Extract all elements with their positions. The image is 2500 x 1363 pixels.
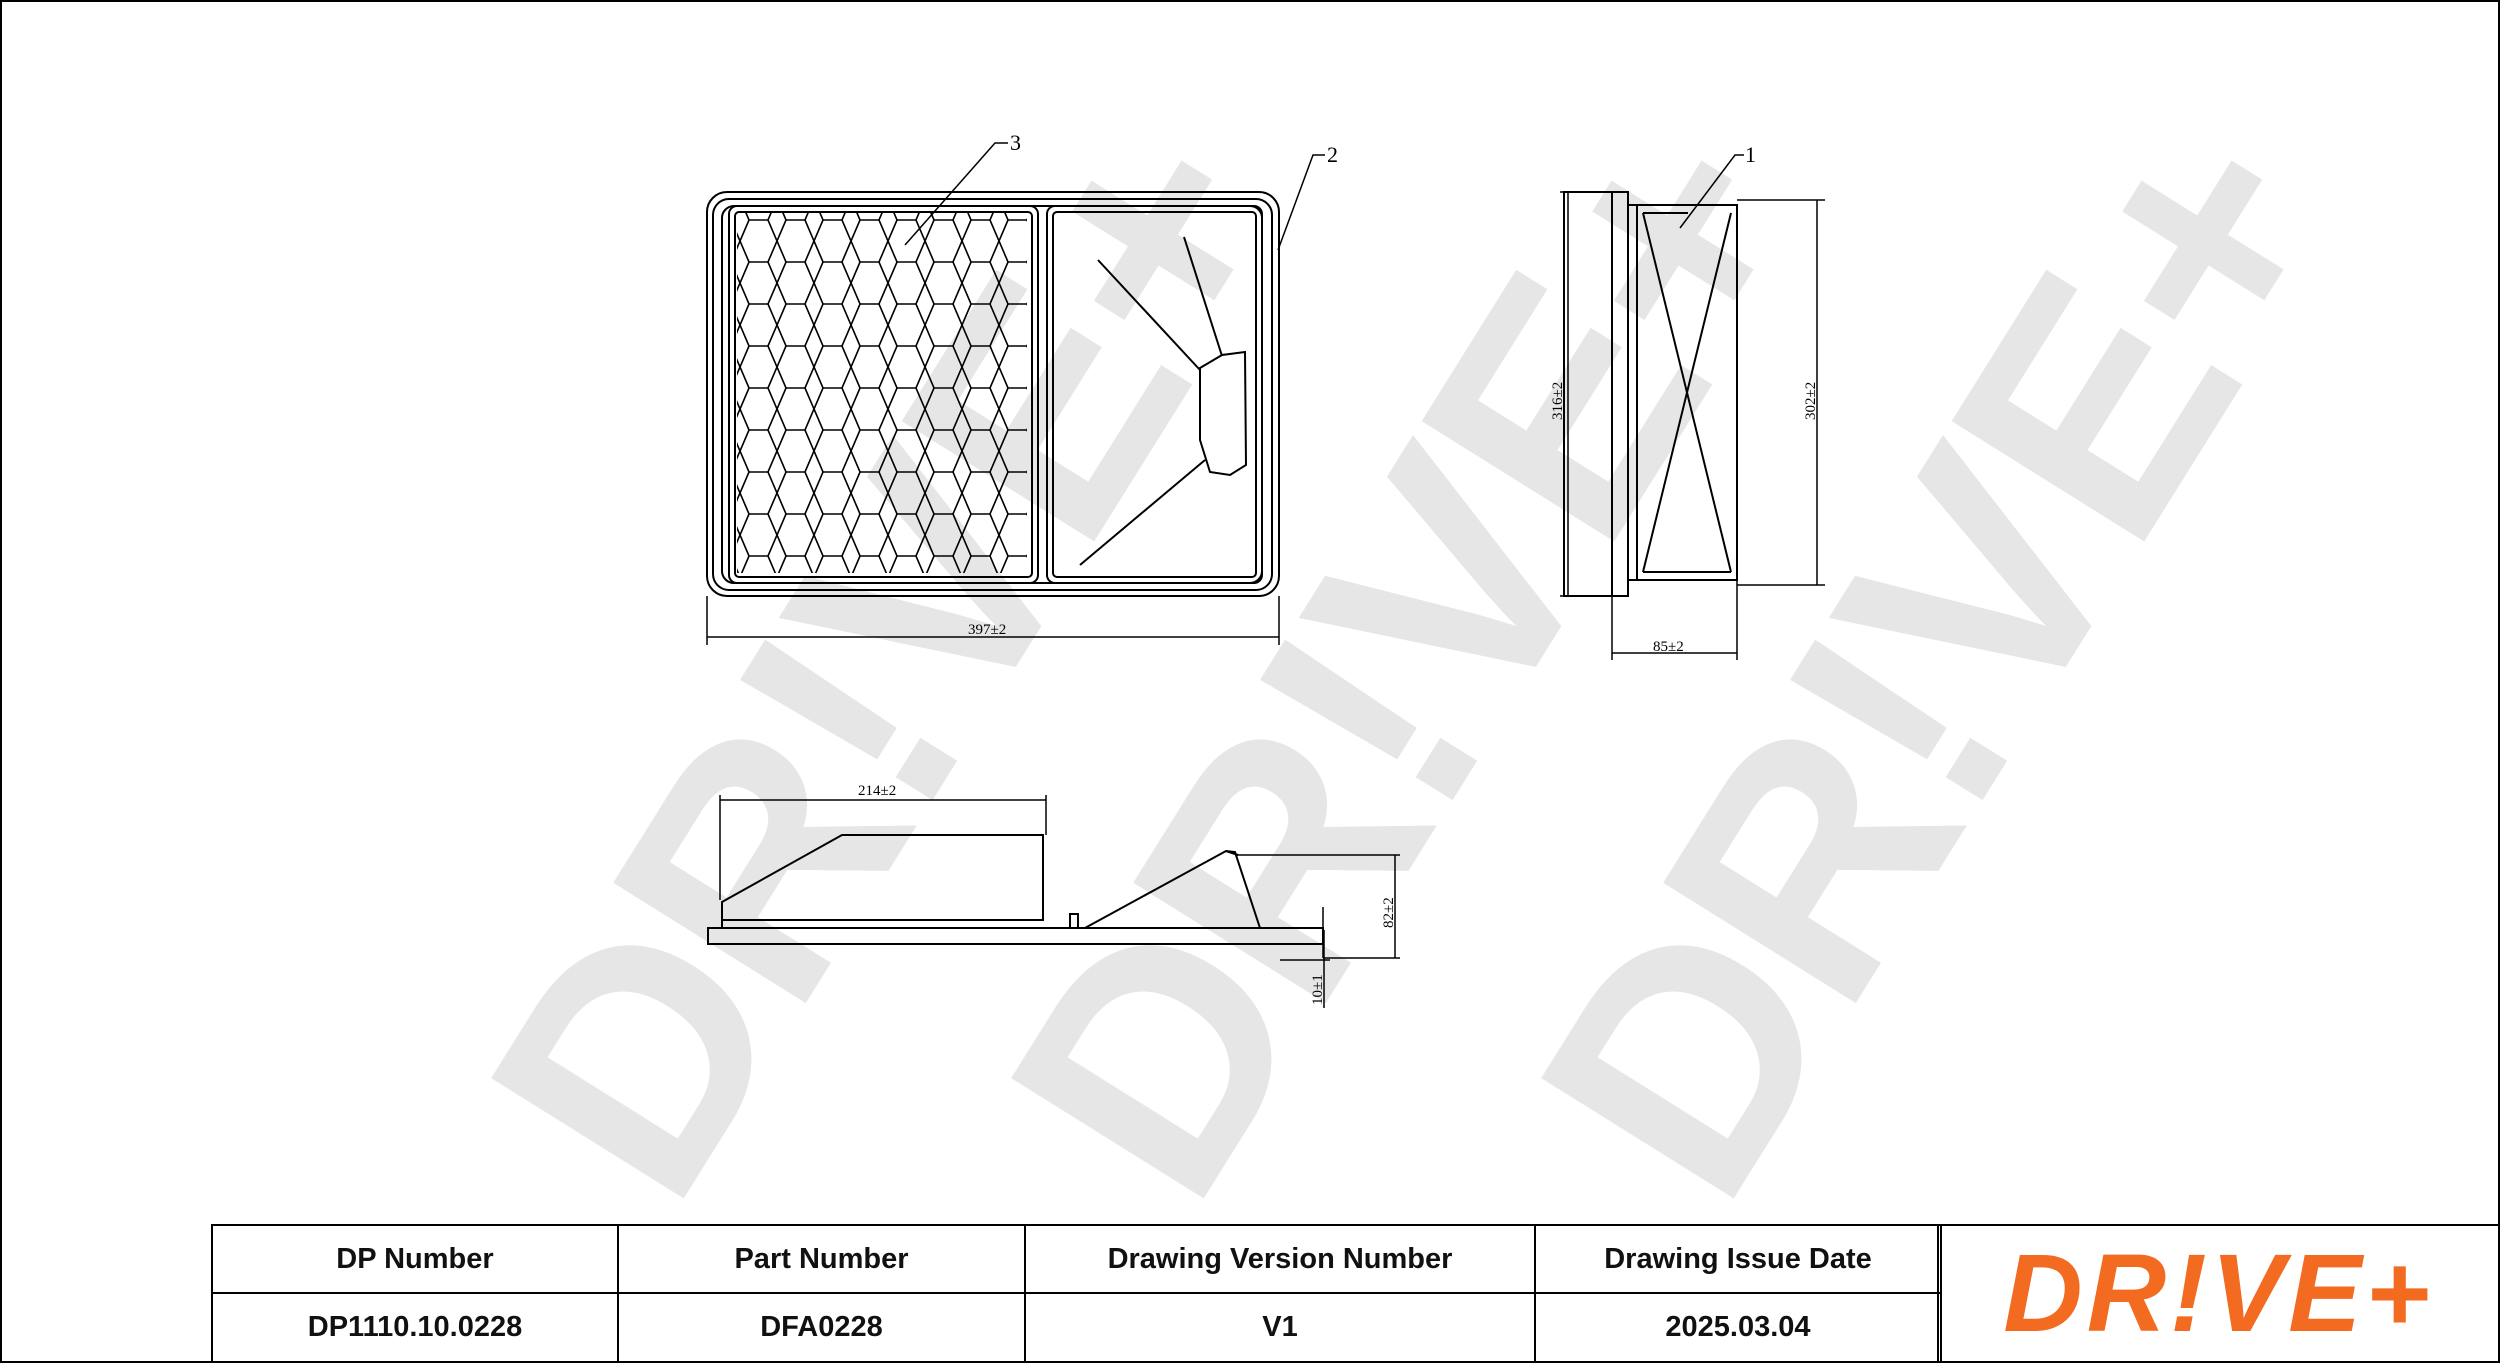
dim-flange-label: 10±1 bbox=[1310, 974, 1326, 1005]
part-number-value: DFA0228 bbox=[617, 1292, 1026, 1363]
callout-1: 1 bbox=[1745, 142, 1756, 167]
dim-height-label: 82±2 bbox=[1381, 897, 1397, 928]
dp-number-header: DP Number bbox=[211, 1224, 619, 1294]
issue-date-value: 2025.03.04 bbox=[1534, 1292, 1942, 1363]
inlet-mark bbox=[1079, 236, 1248, 566]
callout-3: 3 bbox=[1010, 130, 1021, 155]
drive-plus-logo: DR!VE+ bbox=[2003, 1232, 2434, 1355]
dim-width-outer-label: 316±2 bbox=[1550, 382, 1566, 420]
version-value: V1 bbox=[1024, 1292, 1536, 1363]
callout-2: 2 bbox=[1327, 142, 1338, 167]
dim-width-inner-label: 302±2 bbox=[1803, 382, 1819, 420]
callout-1-leader bbox=[1679, 154, 1744, 229]
callout-3-leader bbox=[904, 142, 1008, 246]
filter-side-view bbox=[1563, 191, 1738, 597]
honeycomb-grid bbox=[737, 213, 1027, 573]
issue-date-header: Drawing Issue Date bbox=[1534, 1224, 1942, 1294]
part-number-header: Part Number bbox=[617, 1224, 1026, 1294]
callout-2-leader bbox=[1277, 154, 1325, 251]
dim-step-length-label: 214±2 bbox=[858, 783, 896, 799]
logo-cell: DR!VE+ bbox=[1937, 1224, 2498, 1361]
version-header: Drawing Version Number bbox=[1024, 1224, 1536, 1294]
title-block: DP Number Part Number Drawing Version Nu… bbox=[211, 1224, 1942, 1363]
dim-length bbox=[706, 596, 1280, 645]
dim-front bbox=[719, 795, 1400, 1008]
dim-side bbox=[1560, 191, 1825, 660]
dp-number-value: DP1110.10.0228 bbox=[211, 1292, 619, 1363]
dim-depth-label: 85±2 bbox=[1653, 639, 1684, 655]
dim-length-label: 397±2 bbox=[968, 622, 1006, 638]
filter-front-view bbox=[707, 834, 1324, 945]
filter-top-view bbox=[706, 191, 1280, 597]
